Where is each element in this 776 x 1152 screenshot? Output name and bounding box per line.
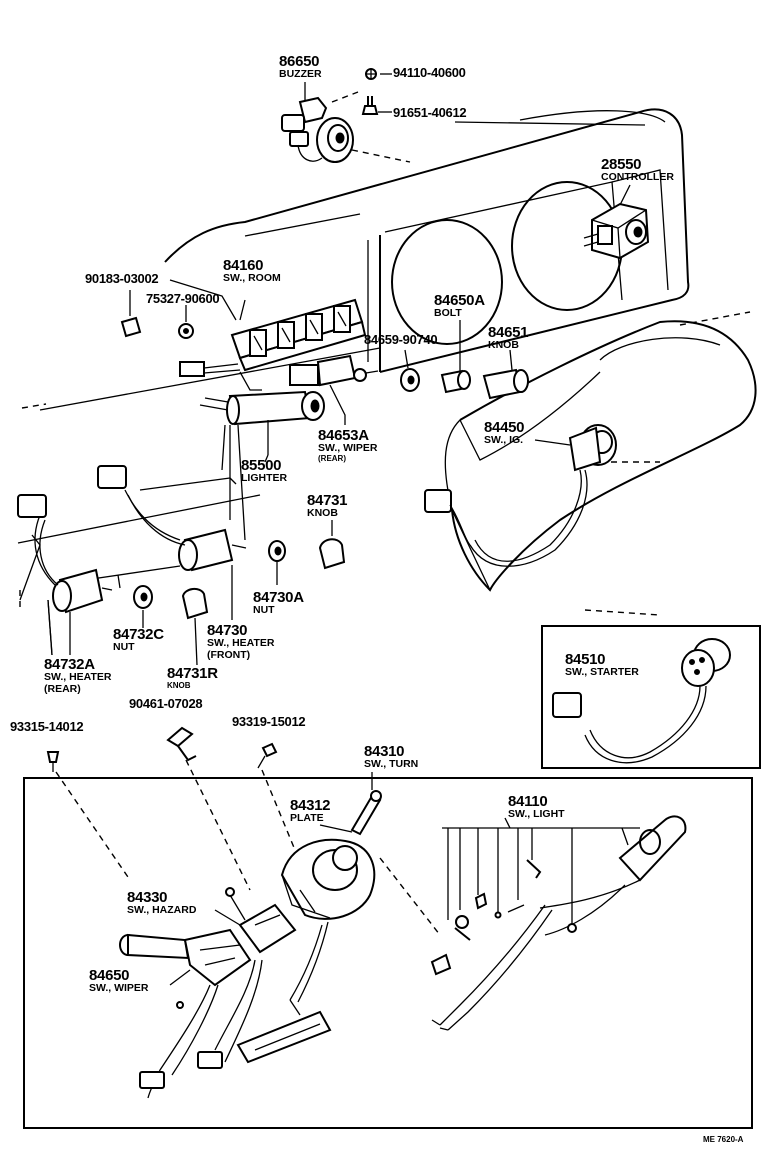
- part-number-93319: 93319-15012: [232, 714, 306, 729]
- bolt-knob-set: [400, 368, 529, 400]
- ignition-switch-84450: [424, 424, 617, 567]
- part-number-84731: 84731: [307, 492, 348, 509]
- part-number-94110: 94110-40600: [393, 65, 466, 80]
- part-desc-28550: CONTROLLER: [601, 171, 674, 183]
- part-number-84659: 84659-90740: [364, 332, 438, 347]
- part-desc-84160: SW., ROOM: [223, 272, 281, 284]
- heater-switches: [17, 465, 346, 666]
- part-desc-84510: SW., STARTER: [565, 666, 639, 678]
- buzzer-86650: [281, 68, 411, 163]
- room-switch-84160: [179, 298, 367, 391]
- part-desc-85500: LIGHTER: [241, 472, 288, 484]
- part-number-84730: 84730: [207, 622, 248, 639]
- part-number-84732C: 84732C: [113, 626, 164, 643]
- part-desc-84732C: NUT: [113, 641, 135, 653]
- part-desc-84653A-1: SW., WIPER: [318, 442, 378, 454]
- part-number-84730A: 84730A: [253, 589, 304, 606]
- part-number-84110: 84110: [508, 793, 548, 810]
- part-number-84650: 84650: [89, 967, 130, 984]
- part-desc-84653A-2: (REAR): [318, 454, 346, 463]
- part-desc-84732A-2: (REAR): [44, 683, 81, 695]
- part-number-90461: 90461-07028: [129, 696, 203, 711]
- part-desc-84732A-1: SW., HEATER: [44, 671, 112, 683]
- part-number-90183: 90183-03002: [85, 271, 159, 286]
- part-desc-84730-1: SW., HEATER: [207, 637, 275, 649]
- part-number-85500: 85500: [241, 457, 282, 474]
- leader-lines: [47, 73, 631, 986]
- part-desc-84651: KNOB: [488, 339, 519, 351]
- part-desc-84650: SW., WIPER: [89, 982, 149, 994]
- starter-box: [541, 625, 761, 769]
- part-desc-84731R: KNOB: [167, 681, 191, 690]
- controller-28550: [583, 202, 650, 260]
- part-desc-84731: KNOB: [307, 507, 338, 519]
- part-number-84510: 84510: [565, 651, 606, 668]
- part-number-91651: 91651-40612: [393, 105, 467, 120]
- part-number-84160: 84160: [223, 257, 264, 274]
- part-number-84650A: 84650A: [434, 292, 485, 309]
- part-desc-84312: PLATE: [290, 812, 324, 824]
- small-parts-upper: [120, 279, 246, 339]
- part-desc-84730A: NUT: [253, 604, 275, 616]
- part-desc-84650A: BOLT: [434, 307, 462, 319]
- part-number-84312: 84312: [290, 797, 331, 814]
- part-desc-84330: SW., HAZARD: [127, 904, 197, 916]
- part-number-84310: 84310: [364, 743, 405, 760]
- part-number-84731R: 84731R: [167, 665, 218, 682]
- part-number-75327: 75327-90600: [146, 291, 220, 306]
- part-desc-84730-2: (FRONT): [207, 649, 251, 661]
- part-number-28550: 28550: [601, 156, 642, 173]
- part-number-84653A: 84653A: [318, 427, 369, 444]
- part-number-84330: 84330: [127, 889, 168, 906]
- part-number-86650: 86650: [279, 53, 320, 70]
- part-desc-84450: SW., IG.: [484, 434, 524, 446]
- dashboard-outline: [17, 108, 751, 616]
- part-number-84732A: 84732A: [44, 656, 95, 673]
- part-desc-86650: BUZZER: [279, 68, 322, 80]
- part-number-84450: 84450: [484, 419, 525, 436]
- part-number-93315: 93315-14012: [10, 719, 84, 734]
- wiper-rear-switch-84653A: [289, 354, 379, 425]
- turn-switch-box: [23, 726, 753, 1129]
- lighter-85500: [199, 390, 325, 541]
- part-desc-84110: SW., LIGHT: [508, 808, 565, 820]
- part-number-84651: 84651: [488, 324, 529, 341]
- figure-code: ME 7620-A: [703, 1135, 744, 1144]
- part-desc-84310: SW., TURN: [364, 758, 419, 770]
